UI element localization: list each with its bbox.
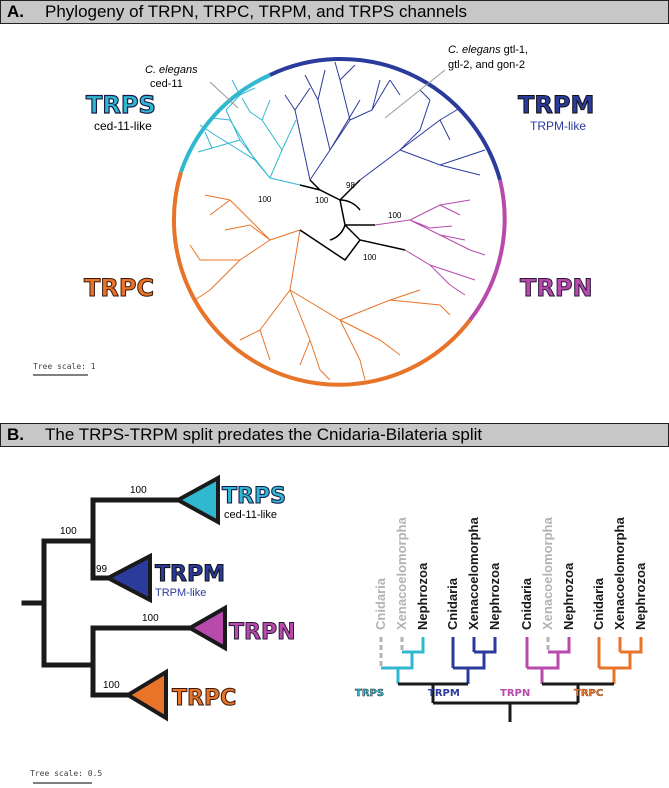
- trpn-collapsed-triangle: [185, 604, 227, 652]
- taxon-label: Cnidaria: [519, 577, 534, 630]
- callout-gtl: C. elegans gtl-1, gtl-2, and gon-2: [384, 44, 528, 119]
- group-label-trpc: TRPC: [574, 688, 603, 699]
- clade-label-trpc: TRPC: [84, 274, 154, 302]
- group-label-trpn: TRPN: [500, 688, 530, 699]
- panel-a-letter: A.: [7, 2, 24, 21]
- clade-sublabel-trps: ced-11-like: [94, 119, 152, 133]
- taxon-label: Nephrozoa: [633, 562, 648, 630]
- callout-gtl-species: C. elegans: [448, 44, 501, 56]
- clade-label-trps: TRPS: [86, 91, 156, 119]
- panel-b-header: B. The TRPS-TRPM split predates the Cnid…: [0, 423, 669, 447]
- clade-label-trpm-b: TRPM: [155, 562, 225, 587]
- panel-b-title: The TRPS-TRPM split predates the Cnidari…: [45, 425, 483, 444]
- taxon-label: Nephrozoa: [487, 562, 502, 630]
- tree-scale-b: Tree scale: 0.5: [30, 769, 102, 784]
- panel-b-letter: B.: [7, 425, 24, 444]
- taxon-label: Cnidaria: [591, 577, 606, 630]
- trps-arc: [179, 73, 271, 173]
- taxon-label: Nephrozoa: [415, 562, 430, 630]
- collapsed-tree: [21, 497, 198, 698]
- bootstrap-label: 100: [130, 485, 147, 496]
- clade-sublabel-trps-b: ced-11-like: [224, 509, 277, 521]
- callout-gtl-gene: gtl-1,: [501, 44, 529, 56]
- group-label-trpm: TRPM: [428, 688, 460, 699]
- clade-label-trpc-b: TRPC: [172, 686, 236, 711]
- tree-scale-a: Tree scale: 1: [33, 362, 96, 376]
- bootstrap-label: 100: [258, 195, 272, 204]
- clade-label-trpm: TRPM: [518, 91, 594, 119]
- bootstrap-label: 99: [96, 564, 108, 575]
- trpc-arc: [172, 171, 472, 387]
- svg-text:C. elegans gtl-1,: C. elegans gtl-1,: [448, 44, 528, 56]
- taxon-label: Cnidaria: [445, 577, 460, 630]
- trpc-subtree: [189, 194, 451, 381]
- cladogram: [379, 637, 643, 722]
- taxon-label: Xenacoelomorpha: [394, 517, 409, 630]
- bootstrap-label: 100: [142, 613, 159, 624]
- trpm-subtree: [284, 61, 486, 181]
- clade-sublabel-trpm: TRPM-like: [530, 119, 586, 133]
- clade-label-trpn-b: TRPN: [229, 620, 295, 645]
- bootstrap-label: 100: [60, 526, 77, 537]
- bootstrap-label: 100: [103, 680, 120, 691]
- circular-tree: 100 100 98 100 100: [172, 56, 507, 387]
- bootstrap-label: 100: [363, 253, 377, 262]
- trpn-arc: [468, 179, 507, 322]
- bootstrap-label: 100: [315, 196, 329, 205]
- callout-ced11-species: C. elegans: [145, 64, 198, 76]
- taxon-label: Xenacoelomorpha: [612, 517, 627, 630]
- panel-a-header: A. Phylogeny of TRPN, TRPC, TRPM, and TR…: [0, 0, 669, 24]
- clade-sublabel-trpm-b: TRPM-like: [155, 587, 206, 599]
- taxon-label: Nephrozoa: [561, 562, 576, 630]
- tree-scale-b-label: Tree scale: 0.5: [30, 769, 102, 778]
- taxon-label: Xenacoelomorpha: [540, 517, 555, 630]
- taxon-label: Cnidaria: [373, 577, 388, 630]
- clade-label-trps-b: TRPS: [222, 484, 286, 509]
- callout-gtl-gene2: gtl-2, and gon-2: [448, 59, 525, 71]
- taxa-labels: Cnidaria Xenacoelomorpha Nephrozoa Cnida…: [373, 517, 648, 630]
- trpc-collapsed-triangle: [124, 668, 168, 722]
- bootstrap-label: 100: [388, 211, 402, 220]
- tree-scale-a-label: Tree scale: 1: [33, 362, 96, 371]
- panel-a-title: Phylogeny of TRPN, TRPC, TRPM, and TRPS …: [45, 2, 468, 21]
- bootstrap-label: 98: [346, 181, 355, 190]
- taxon-label: Xenacoelomorpha: [466, 517, 481, 630]
- tree-backbone: [299, 179, 406, 262]
- clade-label-trpn: TRPN: [520, 274, 593, 302]
- trps-subtree: [197, 79, 301, 186]
- group-label-trps: TRPS: [355, 688, 384, 699]
- trpn-subtree: [374, 199, 486, 296]
- callout-ced11-gene: ced-11: [150, 78, 183, 90]
- trpm-arc: [269, 56, 502, 181]
- trpm-collapsed-triangle: [103, 552, 152, 604]
- trps-collapsed-triangle: [173, 474, 220, 526]
- callout-ced11: C. elegans ced-11: [145, 64, 239, 109]
